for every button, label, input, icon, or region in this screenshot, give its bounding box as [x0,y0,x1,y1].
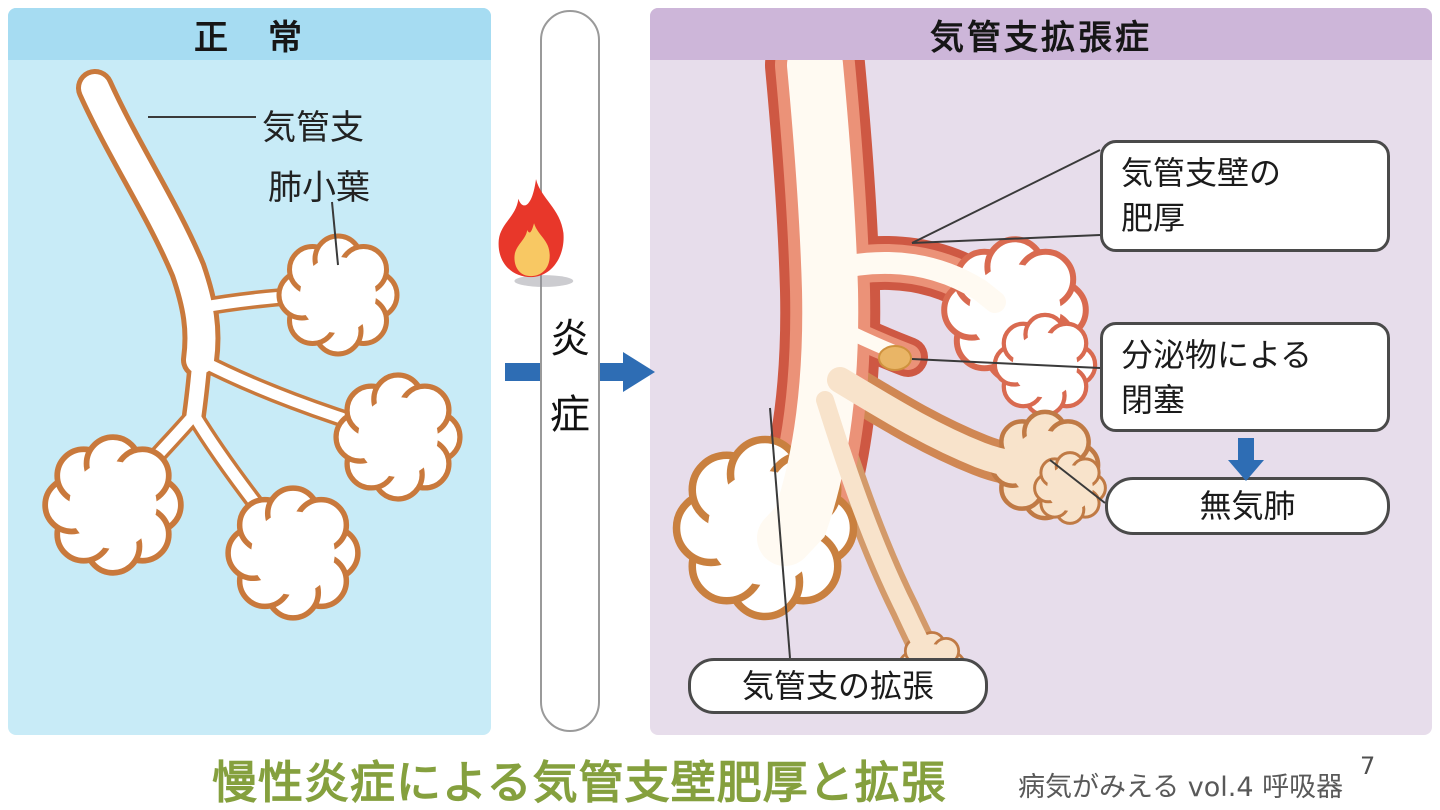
callout-wall-thickening: 気管支壁の 肥厚 [1100,140,1390,252]
normal-bronchial-tree-illustration [8,69,491,735]
arrow-head [623,352,655,392]
right-panel-title: 気管支拡張症 [650,8,1432,60]
bronchiectasis-illustration [650,60,1107,699]
inflammation-bar [540,10,600,732]
down-arrow-shaft [1238,438,1254,460]
fire-icon [487,166,585,300]
callout-wall-line1: 気管支壁の [1121,154,1282,192]
bronchus-label: 気管支 [262,108,364,148]
caption-source: 病気がみえる vol.4 呼吸器 [1018,772,1344,803]
dilated-sacs [677,239,1107,699]
callout-dilation: 気管支の拡張 [688,658,988,714]
left-leader-lines [148,116,339,266]
left-panel-title: 正 常 [8,8,491,60]
lobule-label: 肺小葉 [268,168,370,208]
callout-atelectasis: 無気肺 [1105,477,1390,535]
normal-panel: 正 常 気管支 肺小葉 [8,8,491,735]
dilated-lumens [757,60,1035,664]
callout-obstruction-line2: 閉塞 [1121,380,1186,419]
callout-obstruction-line1: 分泌物による [1121,336,1313,374]
callout-obstruction: 分泌物による 閉塞 [1100,322,1390,432]
bronchiectasis-panel: 気管支拡張症 気管支壁の 肥厚 分泌物による 閉塞 無気肺 気管支の拡張 [650,8,1432,735]
inflammation-char-top: 炎 [550,316,590,362]
down-arrow-head [1228,460,1264,481]
callout-wall-line2: 肥厚 [1121,198,1186,237]
page-number: 7 [1360,752,1376,780]
inflammation-char-bottom: 症 [550,392,590,438]
fire-icon-svg [498,179,574,287]
caption-title: 慢性炎症による気管支壁肥厚と拡張 [212,756,947,809]
secretion-plug [878,345,912,371]
right-leader-lines [769,149,1106,659]
